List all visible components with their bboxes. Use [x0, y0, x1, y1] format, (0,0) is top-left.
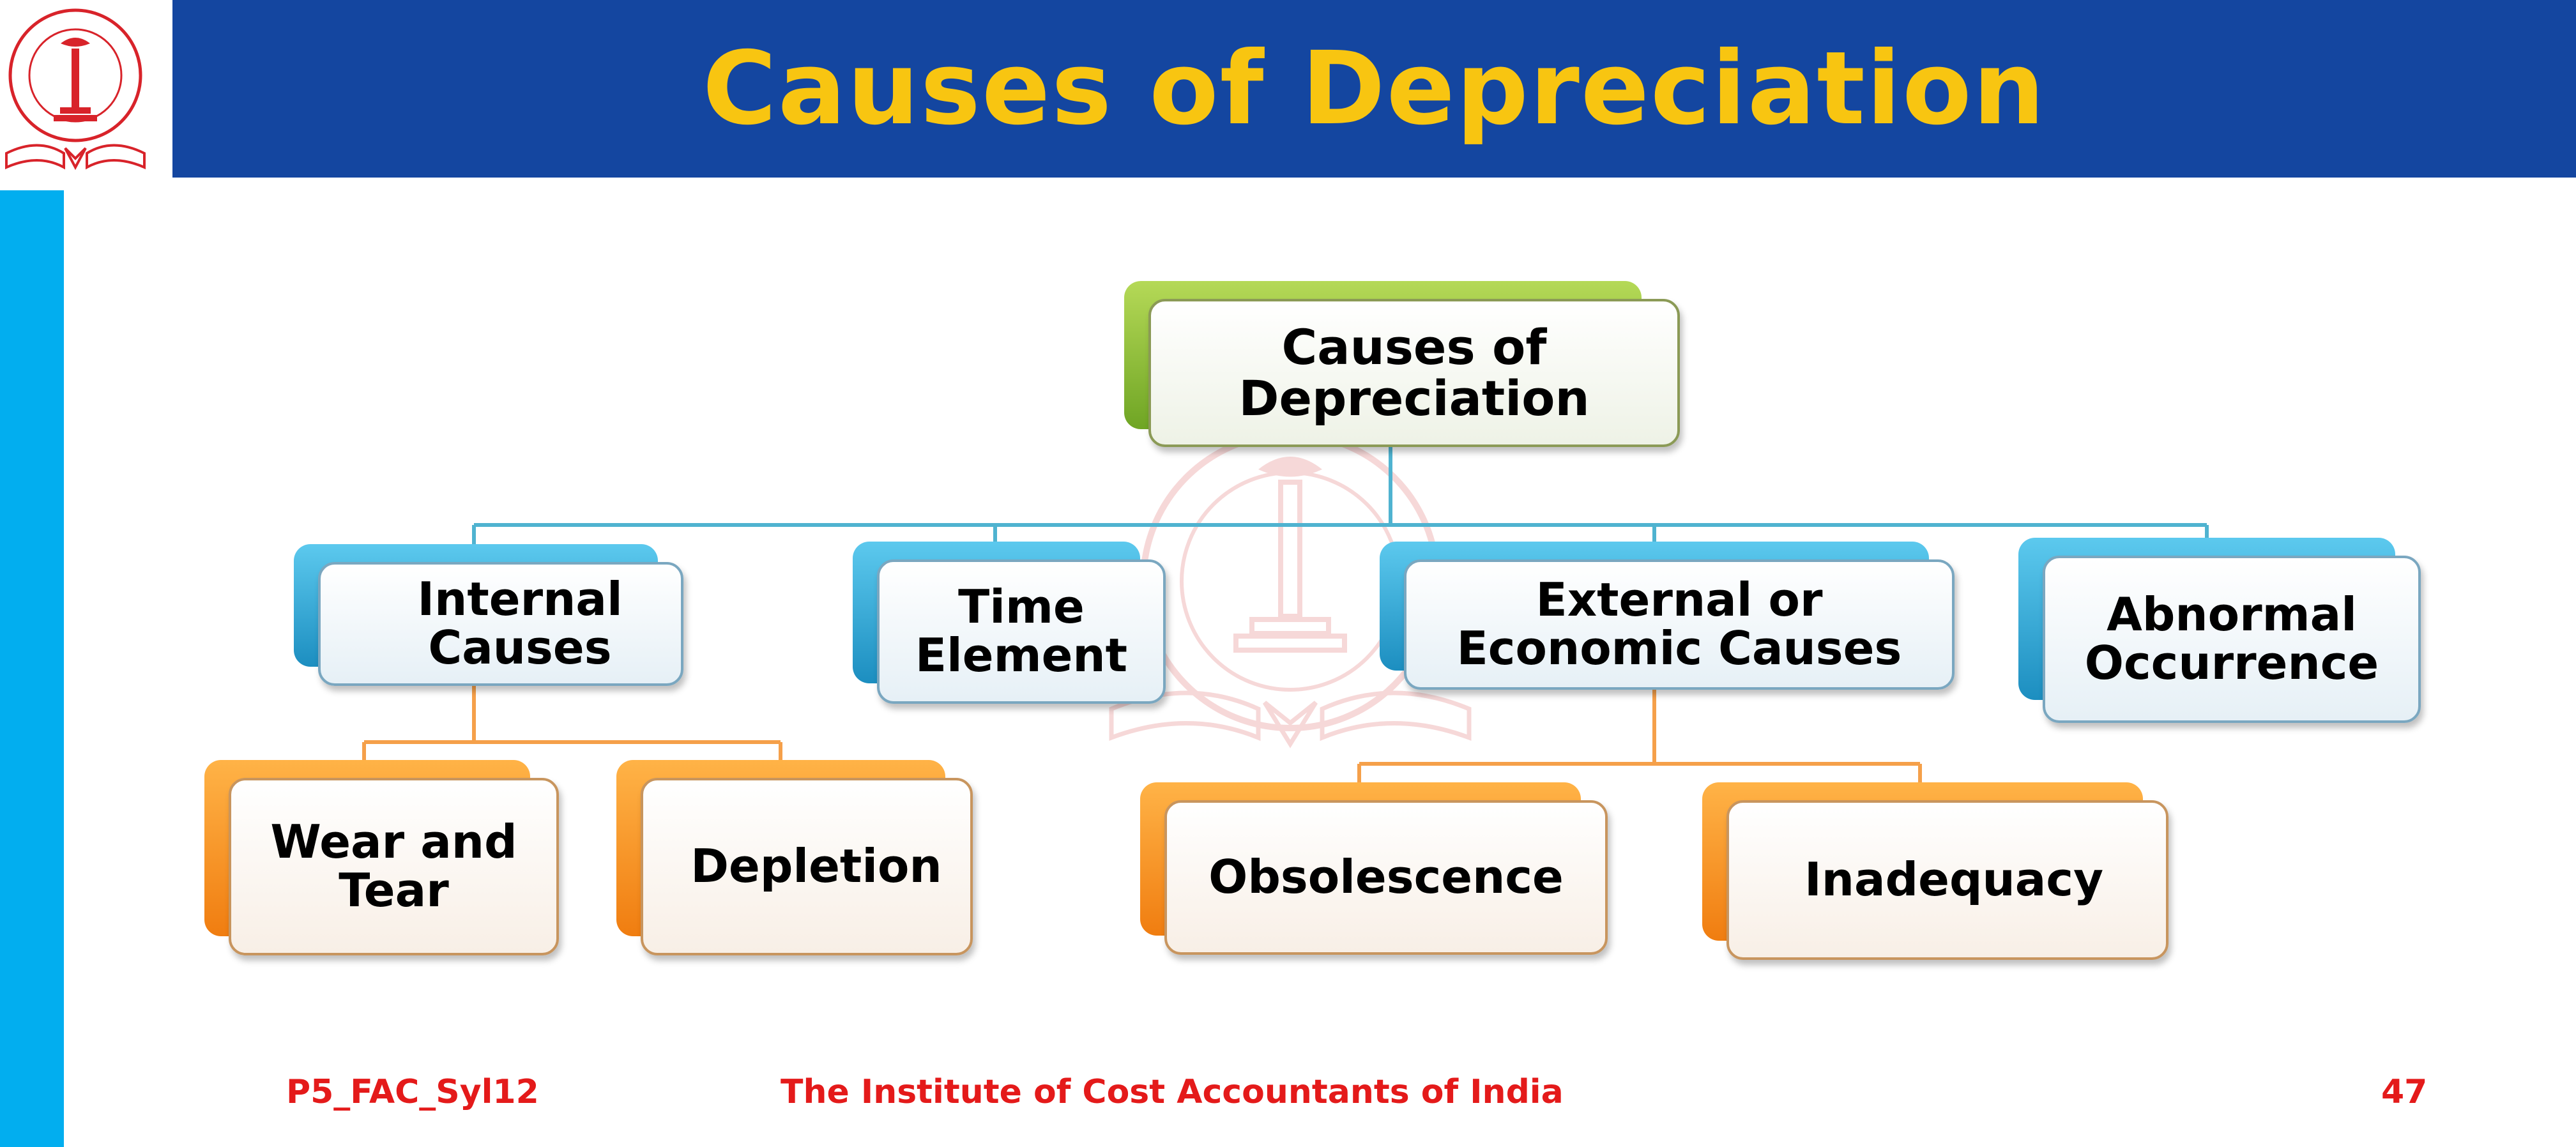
node-label: External or Economic Causes: [1404, 559, 1955, 690]
node-label: Obsolescence: [1164, 800, 1608, 955]
node-label: Causes of Depreciation: [1148, 299, 1680, 447]
header-bar: [172, 0, 2576, 178]
footer-page-number: 47: [2381, 1073, 2428, 1111]
left-accent-bar: [0, 190, 64, 1147]
slide-title: Causes of Depreciation: [702, 30, 2046, 148]
node-depletion: Depletion: [616, 760, 973, 955]
node-label: Time Element: [877, 559, 1166, 704]
node-time-element: Time Element: [853, 542, 1166, 704]
node-label: Depletion: [641, 778, 973, 955]
node-causes-of-depreciation: Causes of Depreciation: [1124, 281, 1680, 448]
node-external-economic-causes: External or Economic Causes: [1380, 542, 1955, 690]
node-abnormal-occurrence: Abnormal Occurrence: [2018, 538, 2421, 723]
node-label: Internal Causes: [318, 562, 683, 686]
footer-code: P5_FAC_Syl12: [286, 1073, 539, 1111]
node-label: Inadequacy: [1726, 800, 2168, 960]
node-label: Abnormal Occurrence: [2043, 556, 2421, 723]
node-wear-and-tear: Wear and Tear: [204, 760, 559, 955]
institute-logo: [5, 8, 146, 171]
node-label: Wear and Tear: [229, 778, 559, 955]
node-internal-causes: Internal Causes: [294, 544, 683, 686]
node-inadequacy: Inadequacy: [1702, 782, 2168, 960]
footer-institute: The Institute of Cost Accountants of Ind…: [781, 1073, 1564, 1111]
node-obsolescence: Obsolescence: [1140, 782, 1608, 955]
